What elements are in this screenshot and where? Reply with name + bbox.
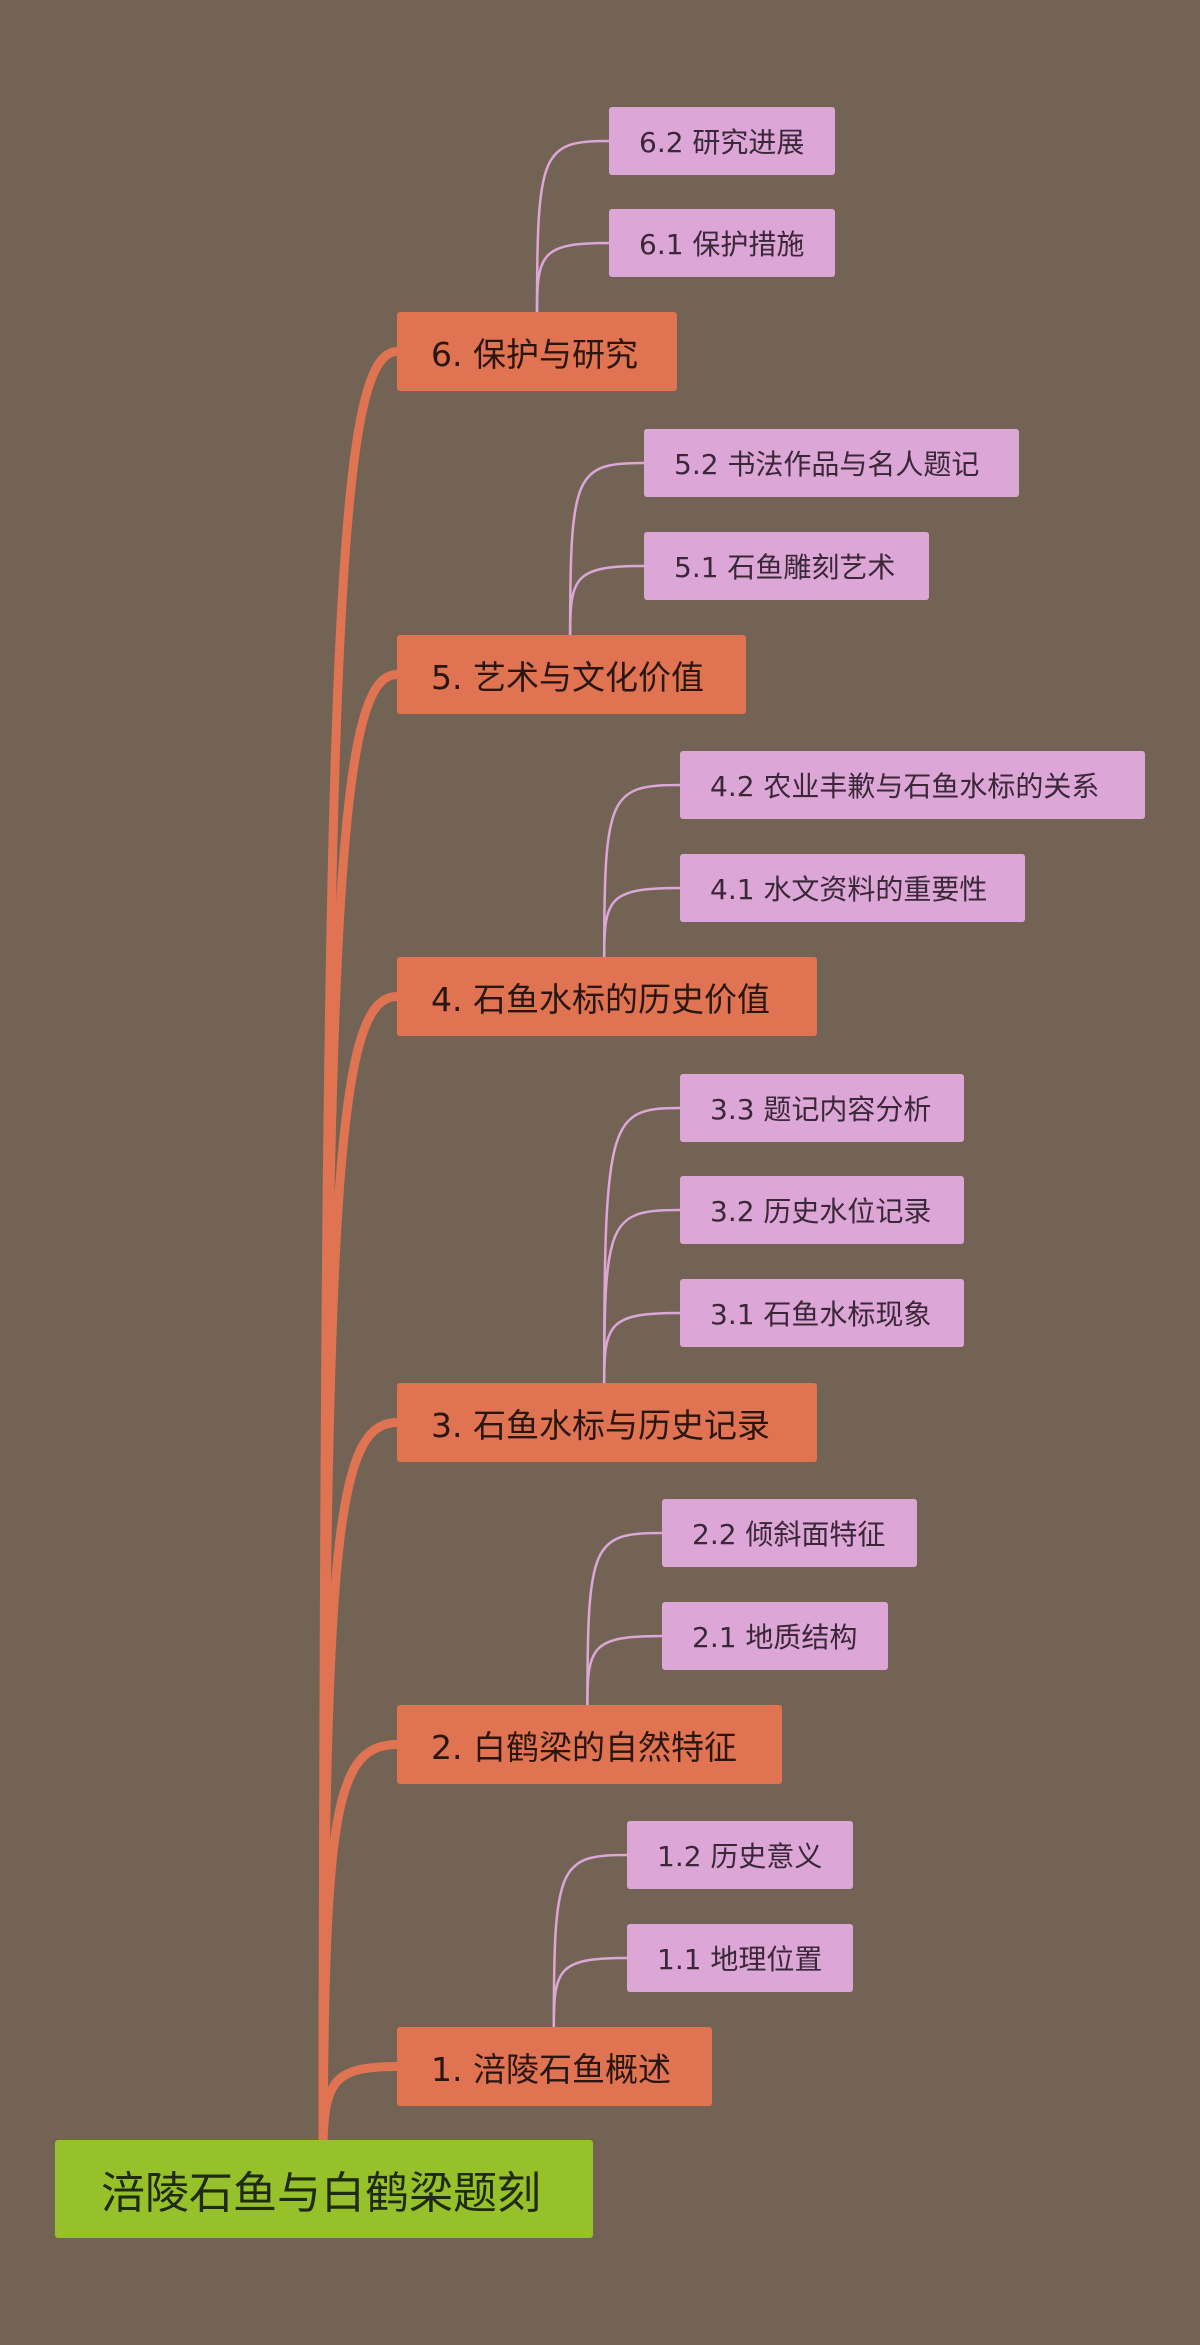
topic-b2[interactable]: 2. 白鹤梁的自然特征 — [397, 1705, 782, 1784]
subtopic-b2c2[interactable]: 2.2 倾斜面特征 — [662, 1499, 917, 1567]
subtopic-b3c1[interactable]: 3.1 石鱼水标现象 — [680, 1279, 964, 1347]
subtopic-b1c2-label: 1.2 历史意义 — [657, 1840, 823, 1873]
topic-b3-label: 3. 石鱼水标与历史记录 — [431, 1405, 770, 1445]
subtopic-b3c3[interactable]: 3.3 题记内容分析 — [680, 1074, 964, 1142]
topic-b1[interactable]: 1. 涪陵石鱼概述 — [397, 2027, 712, 2106]
connector-b1c2 — [552, 1853, 629, 2029]
connector-b6c1 — [535, 241, 611, 314]
connector-b4c1 — [602, 886, 682, 959]
subtopic-b6c1-label: 6.1 保护措施 — [639, 228, 805, 261]
subtopic-b1c1[interactable]: 1.1 地理位置 — [627, 1924, 853, 1992]
subtopic-b6c2-label: 6.2 研究进展 — [639, 126, 805, 159]
subtopic-b4c2-label: 4.2 农业丰歉与石鱼水标的关系 — [710, 770, 1100, 803]
subtopic-b4c1-label: 4.1 水文资料的重要性 — [710, 873, 988, 906]
subtopic-b3c3-label: 3.3 题记内容分析 — [710, 1093, 932, 1126]
subtopic-b2c1[interactable]: 2.1 地质结构 — [662, 1602, 888, 1670]
topic-b6-label: 6. 保护与研究 — [431, 334, 638, 374]
subtopic-b4c2[interactable]: 4.2 农业丰歉与石鱼水标的关系 — [680, 751, 1145, 819]
sub-connector-group — [535, 139, 682, 2029]
connector-b3c2 — [602, 1208, 682, 1385]
subtopic-b1c2[interactable]: 1.2 历史意义 — [627, 1821, 853, 1889]
subtopic-b3c2[interactable]: 3.2 历史水位记录 — [680, 1176, 964, 1244]
connector-b3c3 — [602, 1106, 682, 1385]
connector-b1 — [318, 2062, 402, 2147]
topic-b4-label: 4. 石鱼水标的历史价值 — [431, 979, 770, 1019]
subtopic-b2c1-label: 2.1 地质结构 — [692, 1621, 858, 1654]
connector-b3c1 — [602, 1311, 682, 1385]
connector-b6 — [318, 347, 402, 2147]
subtopic-b5c1[interactable]: 5.1 石鱼雕刻艺术 — [644, 532, 929, 600]
topic-b5[interactable]: 5. 艺术与文化价值 — [397, 635, 746, 714]
topic-b6[interactable]: 6. 保护与研究 — [397, 312, 677, 391]
subtopic-b2c2-label: 2.2 倾斜面特征 — [692, 1518, 886, 1551]
connector-b4c2 — [602, 783, 682, 959]
subtopic-b5c2-label: 5.2 书法作品与名人题记 — [674, 448, 980, 481]
topic-b5-label: 5. 艺术与文化价值 — [431, 657, 704, 697]
subtopic-b5c2[interactable]: 5.2 书法作品与名人题记 — [644, 429, 1019, 497]
connector-b2c1 — [586, 1634, 664, 1707]
main-connector-group — [318, 347, 402, 2147]
root-topic[interactable]: 涪陵石鱼与白鹤梁题刻 — [55, 2140, 593, 2238]
subtopic-b1c1-label: 1.1 地理位置 — [657, 1943, 823, 1976]
root-topic-label: 涪陵石鱼与白鹤梁题刻 — [101, 2168, 541, 2219]
subtopic-b6c1[interactable]: 6.1 保护措施 — [609, 209, 835, 277]
subtopic-b3c1-label: 3.1 石鱼水标现象 — [710, 1298, 932, 1331]
subtopic-b6c2[interactable]: 6.2 研究进展 — [609, 107, 835, 175]
connector-b5c2 — [568, 461, 646, 637]
connector-b6c2 — [535, 139, 611, 314]
subtopic-b5c1-label: 5.1 石鱼雕刻艺术 — [674, 551, 896, 584]
topic-b2-label: 2. 白鹤梁的自然特征 — [431, 1727, 737, 1767]
connector-b2c2 — [586, 1531, 664, 1707]
topic-b4[interactable]: 4. 石鱼水标的历史价值 — [397, 957, 817, 1036]
subtopic-b3c2-label: 3.2 历史水位记录 — [710, 1195, 932, 1228]
subtopic-b4c1[interactable]: 4.1 水文资料的重要性 — [680, 854, 1025, 922]
connector-b3 — [318, 1418, 402, 2147]
connector-b1c1 — [552, 1956, 629, 2029]
topic-b1-label: 1. 涪陵石鱼概述 — [431, 2049, 671, 2089]
connector-b5c1 — [568, 564, 646, 637]
topic-b3[interactable]: 3. 石鱼水标与历史记录 — [397, 1383, 817, 1462]
